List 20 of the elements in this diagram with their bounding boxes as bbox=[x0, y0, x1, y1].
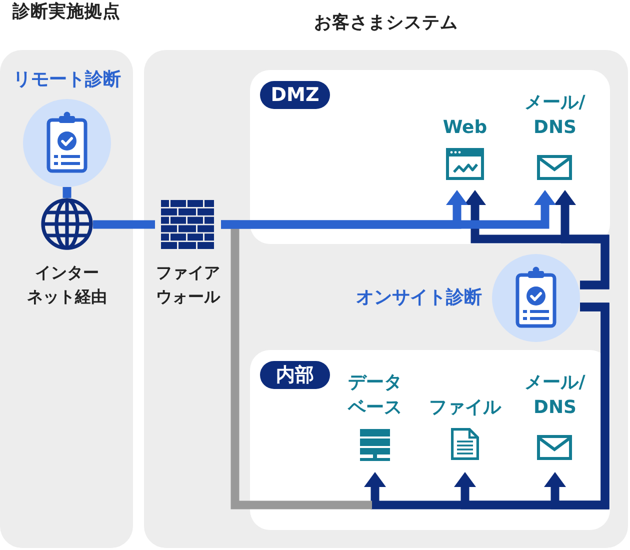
node-label: オンサイト診断 bbox=[355, 286, 482, 310]
node-label: リモート診断 bbox=[12, 68, 122, 92]
node-label: メール/DNS bbox=[524, 371, 586, 420]
connector-line bbox=[93, 220, 155, 229]
arrow bbox=[364, 302, 610, 510]
zone-box bbox=[250, 70, 610, 244]
node-label: ファイアウォール bbox=[155, 262, 221, 308]
zone-tag: DMZ bbox=[260, 81, 330, 109]
panel-heading: 診断実施拠点 bbox=[11, 1, 122, 23]
node-label: データベース bbox=[346, 371, 403, 420]
zone-box bbox=[250, 350, 610, 530]
arrow bbox=[464, 190, 610, 290]
node-label: Web bbox=[442, 116, 488, 140]
arrow bbox=[221, 190, 468, 229]
node-label: インターネット経由 bbox=[26, 262, 108, 308]
zone-tag: 内部 bbox=[260, 361, 330, 389]
node-label: メール/DNS bbox=[524, 91, 586, 140]
connector-line bbox=[62, 187, 72, 198]
node-label: ファイル bbox=[428, 396, 502, 420]
panel-heading: お客さまシステム bbox=[313, 12, 459, 35]
